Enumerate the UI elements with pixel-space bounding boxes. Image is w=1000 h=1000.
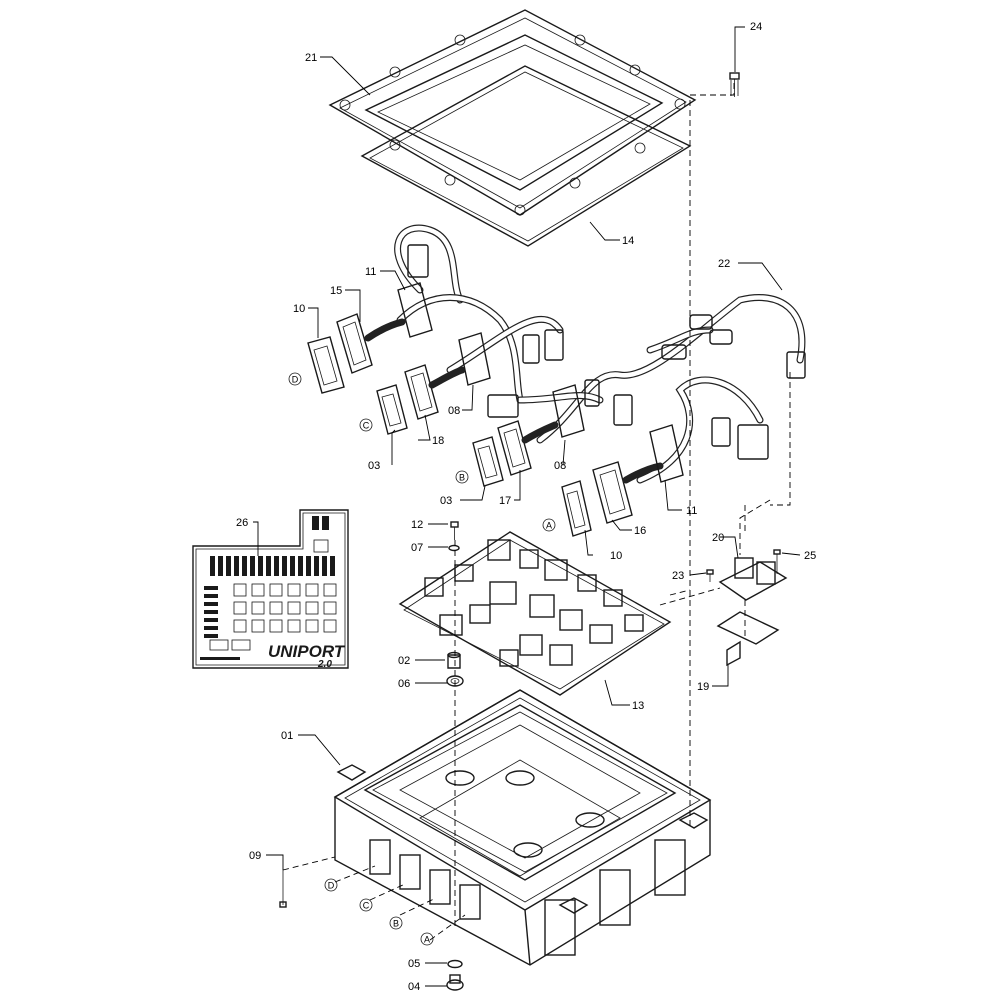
callout-14: 14	[622, 235, 634, 247]
port-marker-panel-b: B	[455, 470, 469, 484]
callout-08-left: 08	[448, 405, 460, 417]
callout-13: 13	[632, 700, 644, 712]
enclosure-part-01	[333, 689, 712, 966]
port-marker-panel-b-label: B	[459, 473, 465, 483]
callout-01: 01	[281, 730, 293, 742]
bracket-part-11-left	[397, 282, 433, 338]
callout-23: 23	[672, 570, 684, 582]
port-marker-box-c-label: C	[363, 901, 370, 911]
screw-part-25	[773, 549, 781, 574]
callout-labels: 21 14 24 11 10 15 03 18 08 03 17 08 10 1…	[236, 21, 816, 993]
callout-03-left: 03	[368, 460, 380, 472]
washer-part-05	[447, 959, 463, 969]
washer-part-07	[448, 544, 460, 552]
callout-16: 16	[634, 525, 646, 537]
callout-21: 21	[305, 52, 317, 64]
screw-part-09	[279, 870, 287, 908]
assembly-lines	[282, 80, 791, 941]
spacer-part-02	[447, 651, 461, 669]
callout-02: 02	[398, 655, 410, 667]
port-marker-panel-c: C	[359, 418, 373, 432]
callout-08-mid: 08	[554, 460, 566, 472]
connector-part-17	[497, 420, 559, 476]
callout-04: 04	[408, 981, 420, 993]
callout-26: 26	[236, 517, 248, 529]
port-marker-panel-a: A	[542, 518, 556, 532]
circuit-board-part-13	[398, 531, 672, 696]
callout-25: 25	[804, 550, 816, 562]
decal-part-26: UNIPORT 2.0	[192, 509, 349, 670]
bracket-part-11-right	[649, 424, 684, 483]
connector-part-16	[592, 461, 664, 524]
bracket-part-08-left	[458, 332, 491, 386]
port-marker-box-b: B	[389, 916, 403, 930]
port-marker-box-b-label: B	[393, 919, 399, 929]
plug-part-04	[446, 974, 464, 991]
connector-part-15	[336, 313, 406, 374]
port-marker-panel-a-label: A	[546, 521, 552, 531]
callout-18: 18	[432, 435, 444, 447]
decal-logo: UNIPORT	[268, 642, 346, 661]
callout-10-left: 10	[293, 303, 305, 315]
callout-17: 17	[499, 495, 511, 507]
gasket-part-10-d	[307, 336, 345, 394]
port-marker-box-a-label: A	[424, 935, 430, 945]
bracket-part-19	[716, 611, 780, 667]
decal-logo-sub: 2.0	[317, 659, 332, 670]
bolt-part-24	[729, 72, 740, 97]
port-marker-panel-d-label: D	[292, 375, 299, 385]
wire-harness	[394, 224, 806, 484]
callout-20: 20	[712, 532, 724, 544]
gasket-part-03-c	[376, 384, 408, 435]
callout-09: 09	[249, 850, 261, 862]
callout-19: 19	[697, 681, 709, 693]
screw-part-23	[706, 569, 714, 582]
port-marker-box-c: C	[359, 898, 373, 912]
leader-lines	[253, 26, 801, 987]
screw-part-12	[450, 521, 459, 540]
callout-05: 05	[408, 958, 420, 970]
callout-22: 22	[718, 258, 730, 270]
lid-part-21	[328, 9, 697, 216]
port-marker-box-d: D	[324, 878, 338, 892]
port-marker-panel-c-label: C	[363, 421, 370, 431]
gasket-part-10-a	[561, 480, 592, 537]
port-marker-panel-d: D	[288, 372, 302, 386]
port-marker-box-a: A	[420, 932, 434, 946]
callout-11-left: 11	[365, 266, 376, 278]
callout-06: 06	[398, 678, 410, 690]
module-part-20	[718, 557, 788, 601]
gasket-part-03-b	[472, 436, 504, 487]
port-marker-box-d-label: D	[328, 881, 335, 891]
callout-12: 12	[411, 519, 423, 531]
callout-11-right: 11	[686, 505, 697, 517]
callout-24: 24	[750, 21, 762, 33]
callout-10-right: 10	[610, 550, 622, 562]
callout-07: 07	[411, 542, 423, 554]
callout-15: 15	[330, 285, 342, 297]
bracket-part-08-mid	[552, 384, 585, 438]
callout-03-mid: 03	[440, 495, 452, 507]
connector-part-18	[404, 364, 466, 420]
decal-fuse-grid	[200, 516, 337, 660]
